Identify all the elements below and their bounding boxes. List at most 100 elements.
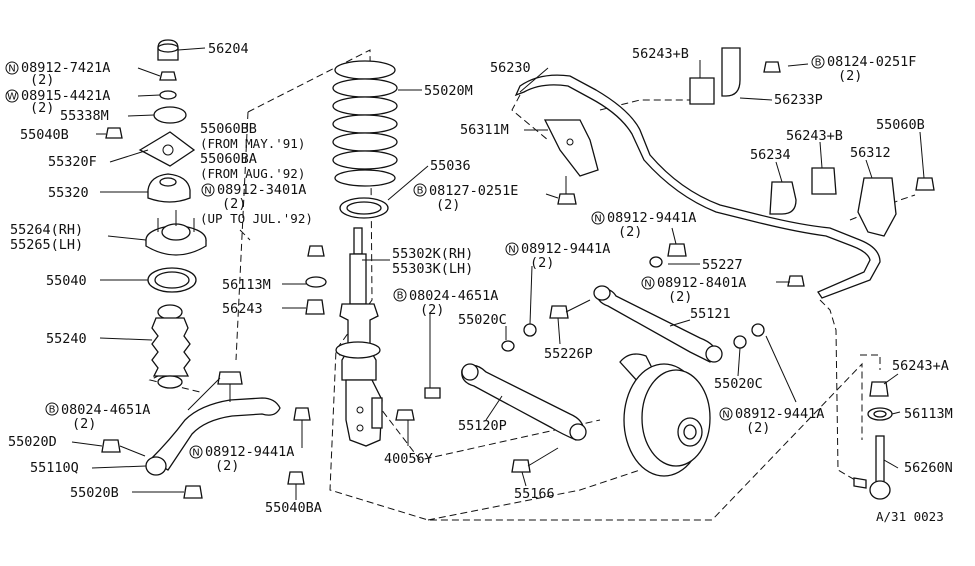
label-56243: 56243: [222, 301, 263, 317]
svg-text:(FROM MAY.'91): (FROM MAY.'91): [200, 136, 305, 151]
n-prefix-icon: [5, 61, 19, 75]
svg-text:(2): (2): [668, 289, 692, 305]
n-prefix-icon: [591, 211, 605, 225]
b-prefix-icon: [811, 55, 825, 69]
lower-arm-55110q: [101, 371, 281, 499]
label-55264: 55264(RH): [10, 222, 83, 238]
label-55265: 55265(LH): [10, 237, 83, 253]
svg-text:(2): (2): [30, 72, 54, 88]
part-labels: 56204 N 08912-7421A (2) W 08915-4421A (2…: [5, 41, 953, 524]
label-08912-3401a: 08912-3401A: [217, 182, 306, 198]
label-56233p: 56233P: [774, 92, 823, 108]
svg-text:N: N: [204, 186, 211, 197]
label-55040ba: 55040BA: [265, 500, 322, 516]
label-56312: 56312: [850, 145, 891, 161]
svg-text:B: B: [49, 405, 56, 416]
strut-hardware: [287, 245, 441, 485]
svg-text:W: W: [7, 92, 17, 103]
svg-text:(2): (2): [222, 196, 246, 212]
n-prefix-icon: [505, 242, 519, 256]
svg-text:N: N: [192, 448, 199, 459]
label-55036: 55036: [430, 158, 471, 174]
svg-text:B: B: [815, 58, 822, 69]
svg-text:(2): (2): [838, 68, 862, 84]
svg-text:(2): (2): [530, 255, 554, 271]
n-prefix-icon: [189, 445, 203, 459]
b-prefix-icon: [393, 288, 407, 302]
svg-text:(FROM AUG.'92): (FROM AUG.'92): [200, 166, 305, 181]
svg-text:B: B: [397, 291, 404, 302]
label-55320f: 55320F: [48, 154, 97, 170]
label-55060bb: 55060BB: [200, 121, 257, 137]
strut-55302k: [335, 227, 383, 447]
label-56204: 56204: [208, 41, 249, 57]
svg-text:(2): (2): [30, 100, 54, 116]
label-55020b: 55020B: [70, 485, 119, 501]
label-56234: 56234: [750, 147, 791, 163]
svg-text:B: B: [417, 186, 424, 197]
label-56311m: 56311M: [460, 122, 509, 138]
svg-text:N: N: [8, 64, 15, 75]
label-55020d: 55020D: [8, 434, 57, 450]
label-55240: 55240: [46, 331, 87, 347]
label-08912-9441a-b: 08912-9441A: [607, 210, 696, 226]
label-08124-0251f: 08124-0251F: [827, 54, 916, 70]
n-prefix-icon: [201, 183, 215, 197]
svg-text:(2): (2): [746, 420, 770, 436]
label-55040: 55040: [46, 273, 87, 289]
stabilizer-bar-56230: [514, 47, 935, 299]
strut-mount-stack: [105, 39, 207, 389]
svg-text:(2): (2): [436, 197, 460, 213]
label-55226p: 55226P: [544, 346, 593, 362]
label-56243b-top: 56243+B: [632, 46, 689, 62]
label-56243b-right: 56243+B: [786, 128, 843, 144]
label-56260n: 56260N: [904, 460, 953, 476]
label-55060ba: 55060BA: [200, 151, 257, 167]
label-55060b: 55060B: [876, 117, 925, 133]
label-55227: 55227: [702, 257, 743, 273]
svg-text:N: N: [508, 245, 515, 256]
n-prefix-icon: [719, 407, 733, 421]
svg-text:(2): (2): [72, 416, 96, 432]
label-55338m: 55338M: [60, 108, 109, 124]
label-56113m-right: 56113M: [904, 406, 953, 422]
svg-text:(2): (2): [420, 302, 444, 318]
label-55110q: 55110Q: [30, 460, 79, 476]
label-08024-4651a: 08024-4651A: [409, 288, 498, 304]
stabilizer-link-56260n: [853, 381, 893, 500]
svg-text:N: N: [594, 214, 601, 225]
label-08912-8401a: 08912-8401A: [657, 275, 746, 291]
label-55020c-right: 55020C: [714, 376, 763, 392]
label-08127-0251e: 08127-0251E: [429, 183, 518, 199]
b-prefix-icon: [413, 183, 427, 197]
label-55166: 55166: [514, 486, 555, 502]
rear-hub: [619, 353, 711, 477]
svg-text:(UP TO JUL.'92): (UP TO JUL.'92): [200, 211, 313, 226]
svg-text:N: N: [722, 410, 729, 421]
label-55320: 55320: [48, 185, 89, 201]
b-prefix-icon: [45, 402, 59, 416]
label-56113m: 56113M: [222, 277, 271, 293]
label-08024-4651a-front: 08024-4651A: [61, 402, 150, 418]
label-40056y: 40056Y: [384, 451, 433, 467]
w-prefix-icon: [5, 89, 19, 103]
label-08912-9441a-d: 08912-9441A: [735, 406, 824, 422]
coil-spring-55020m: [332, 60, 398, 219]
label-08912-9441a-front: 08912-9441A: [205, 444, 294, 460]
svg-text:N: N: [644, 279, 651, 290]
diagram-id: A/31 0023: [876, 509, 944, 524]
label-08912-9441a-c: 08912-9441A: [521, 241, 610, 257]
rear-arms: [461, 243, 805, 473]
n-prefix-icon: [641, 276, 655, 290]
label-55120p: 55120P: [458, 418, 507, 434]
label-55040b: 55040B: [20, 127, 69, 143]
label-55302k: 55302K(RH): [392, 246, 473, 262]
leader-lines: [71, 47, 925, 500]
svg-text:(2): (2): [215, 458, 239, 474]
label-56230: 56230: [490, 60, 531, 76]
label-55303k: 55303K(LH): [392, 261, 473, 277]
svg-text:(2): (2): [618, 224, 642, 240]
label-55121: 55121: [690, 306, 731, 322]
